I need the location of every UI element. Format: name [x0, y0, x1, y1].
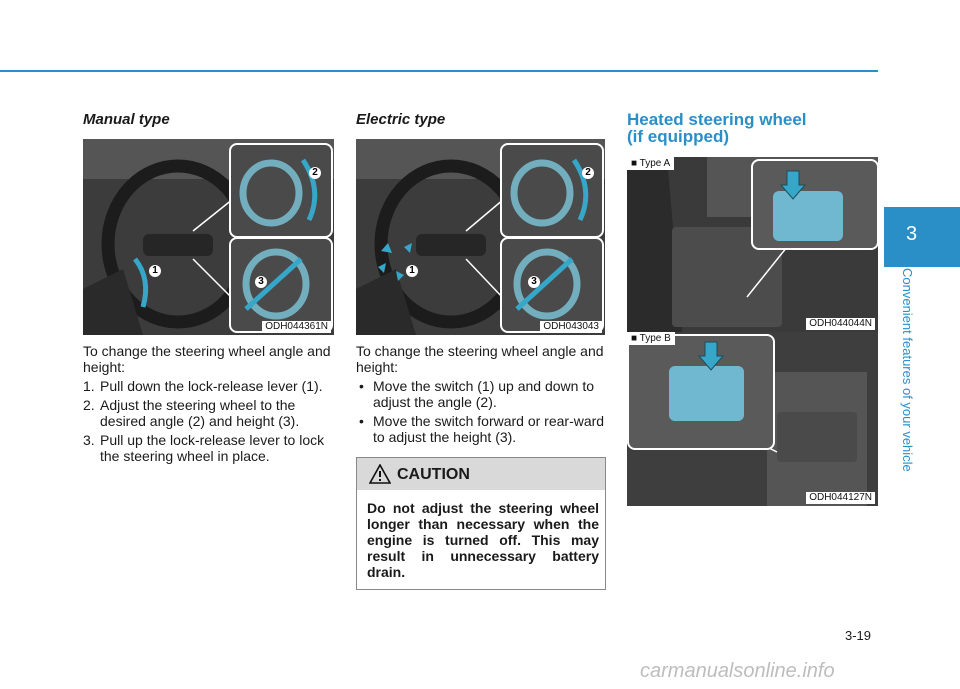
heated-switch-graphic — [669, 341, 744, 421]
caution-label: CAUTION — [397, 466, 470, 483]
height-inset — [500, 237, 604, 333]
callout-2: 2 — [582, 167, 594, 179]
electric-bullet: •Move the switch (1) up and down to adju… — [359, 378, 595, 410]
manual-type-instructions: To change the steering wheel angle and h… — [83, 343, 334, 467]
watermark: carmanualsonline.info — [640, 660, 835, 682]
manual-intro: To change the steering wheel angle and h… — [83, 343, 331, 375]
chapter-title-vertical: Convenient features of your vehicle — [900, 268, 915, 472]
electric-type-title: Electric type — [356, 111, 446, 128]
warning-triangle-icon — [369, 464, 391, 484]
heated-steering-title: Heated steering wheel (if equipped) — [627, 110, 807, 146]
image-code: ODH044127N — [806, 492, 875, 504]
electric-intro: To change the steering wheel angle and h… — [356, 343, 604, 375]
angle-adjust-graphic — [510, 158, 589, 227]
image-code: ODH044361N — [262, 321, 331, 333]
manual-step: 3.Pull up the lock-release lever to lock… — [83, 432, 325, 464]
heated-switch-graphic — [773, 170, 843, 241]
electric-bullet: •Move the switch forward or rear-ward to… — [359, 413, 605, 445]
caution-box: CAUTION Do not adjust the steering wheel… — [356, 457, 606, 590]
caution-text: Do not adjust the steering wheel longer … — [367, 500, 599, 580]
manual-step: 2.Adjust the steering wheel to the desir… — [83, 397, 300, 429]
callout-3: 3 — [528, 276, 540, 288]
chapter-tab: 3 — [884, 207, 960, 267]
type-b-label: ■ Type B — [627, 332, 675, 345]
caution-header: CAUTION — [357, 458, 605, 490]
callout-1: 1 — [406, 265, 418, 277]
angle-inset — [229, 143, 333, 238]
type-a-inset — [751, 159, 878, 250]
page-number: 3-19 — [845, 628, 872, 643]
type-a-label: ■ Type A — [627, 157, 675, 170]
heated-type-a-figure: ■ Type A ODH044044N — [627, 157, 878, 332]
callout-1: 1 — [149, 265, 161, 277]
chapter-number: 3 — [906, 223, 918, 245]
manual-type-title: Manual type — [83, 111, 170, 128]
height-adjust-graphic — [242, 248, 310, 320]
callout-3: 3 — [255, 276, 267, 288]
heated-type-b-figure: ■ Type B ODH044127N — [627, 332, 878, 506]
angle-inset — [500, 143, 604, 238]
manual-step: 1.Pull down the lock-release lever (1). — [83, 378, 323, 394]
header-rule — [0, 70, 878, 72]
manual-type-figure: 1 2 3 ODH044361N — [83, 139, 334, 335]
type-b-inset — [627, 334, 775, 450]
angle-adjust-graphic — [239, 158, 318, 227]
electric-type-figure: 1 2 3 ODH043043 — [356, 139, 605, 335]
callout-2: 2 — [309, 167, 321, 179]
height-adjust-graphic — [513, 248, 581, 320]
height-inset — [229, 237, 333, 333]
image-code: ODH043043 — [540, 321, 602, 333]
image-code: ODH044044N — [806, 318, 875, 330]
electric-type-instructions: To change the steering wheel angle and h… — [356, 343, 605, 448]
